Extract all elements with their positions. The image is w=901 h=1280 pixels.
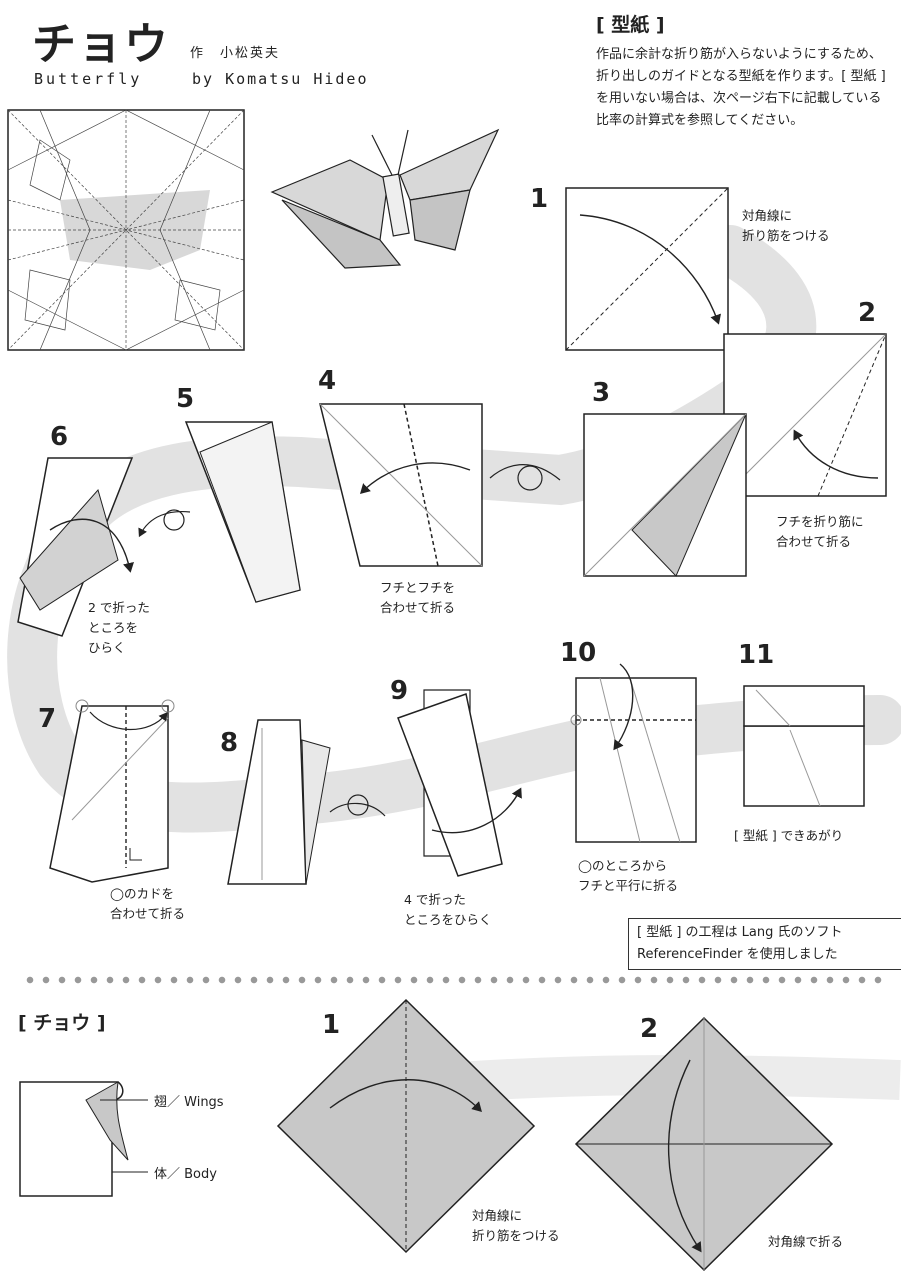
step-1-number: 1	[530, 184, 549, 214]
author-ja: 作 小松英夫	[190, 46, 281, 61]
page-title-en: Butterfly	[34, 70, 143, 88]
step-11-number: 11	[738, 640, 775, 670]
step-7-note-line2: 合わせて折る	[110, 906, 186, 921]
step-3-diagram	[583, 413, 747, 577]
butterfly-step-1-diagram	[276, 998, 536, 1254]
step-11-diagram	[743, 685, 865, 807]
step-6-note: 2 で折った ところを ひらく	[88, 598, 150, 658]
step-1-note-line2: 折り筋をつける	[742, 228, 830, 243]
dotted-divider	[22, 976, 882, 984]
step-10-note-line1: ◯のところから	[578, 858, 667, 873]
katagami-description: 作品に余計な折り筋が入らないようにするため、折り出しのガイドとなる型紙を作ります…	[596, 47, 886, 128]
step-9-number: 9	[390, 676, 409, 706]
reference-note-box: [ 型紙 ] の工程は Lang 氏のソフト ReferenceFinder を…	[628, 918, 901, 970]
step-4-diagram	[319, 403, 561, 567]
step-1-note: 対角線に 折り筋をつける	[742, 206, 830, 246]
step-10-number: 10	[560, 638, 597, 668]
legend-wings: 翅／ Wings	[154, 1095, 224, 1110]
step-1-note-line1: 対角線に	[742, 208, 793, 223]
step-6-note-line2: ところを	[88, 620, 139, 635]
step-9-note: 4 で折った ところをひらく	[404, 890, 492, 930]
step-4-note-line1: フチとフチを	[380, 580, 456, 595]
step-2-note: フチを折り筋に 合わせて折る	[776, 512, 864, 552]
butterfly-heading: [ チョウ ]	[18, 1012, 106, 1034]
step-2-note-line1: フチを折り筋に	[776, 514, 864, 529]
step-2-number: 2	[858, 298, 877, 328]
step-9-note-line2: ところをひらく	[404, 912, 492, 927]
step-5-diagram	[138, 421, 301, 603]
step-7-note-line1: ◯のカドを	[110, 886, 174, 901]
step-10-note-line2: フチと平行に折る	[578, 878, 679, 893]
page-title: チョウ	[32, 19, 170, 70]
legend-body: 体／ Body	[154, 1167, 217, 1182]
reference-note-line2: ReferenceFinder を使用しました	[637, 947, 838, 962]
step-6-note-line3: ひらく	[88, 640, 126, 655]
step-10-note: ◯のところから フチと平行に折る	[578, 856, 678, 896]
step-4-number: 4	[318, 366, 337, 396]
step-4-note: フチとフチを 合わせて折る	[380, 578, 455, 618]
reference-note-line1: [ 型紙 ] の工程は Lang 氏のソフト	[637, 925, 843, 940]
step-7-diagram	[49, 699, 175, 883]
butterfly-step-2-note: 対角線で折る	[768, 1234, 844, 1249]
butterfly-step-1-note-line2: 折り筋をつける	[472, 1228, 560, 1243]
step-9-diagram	[329, 689, 522, 877]
step-5-number: 5	[176, 384, 195, 414]
butterfly-step-1-number: 1	[322, 1010, 341, 1040]
step-6-diagram	[17, 457, 134, 637]
butterfly-step-2-diagram	[574, 1016, 834, 1272]
step-8-diagram	[227, 719, 331, 885]
step-7-number: 7	[38, 704, 57, 734]
step-10-diagram	[570, 663, 697, 843]
butterfly-model	[270, 128, 500, 269]
step-4-note-line2: 合わせて折る	[380, 600, 456, 615]
step-6-number: 6	[50, 422, 69, 452]
butterfly-step-2-number: 2	[640, 1014, 659, 1044]
butterfly-step-1-note: 対角線に 折り筋をつける	[472, 1206, 560, 1246]
katagami-heading: [ 型紙 ]	[596, 14, 665, 36]
step-1-diagram	[565, 187, 729, 351]
step-11-note: [ 型紙 ] できあがり	[734, 828, 844, 843]
crease-pattern	[7, 109, 245, 351]
step-3-number: 3	[592, 378, 611, 408]
step-7-note: ◯のカドを 合わせて折る	[110, 884, 185, 924]
step-2-note-line2: 合わせて折る	[776, 534, 852, 549]
paper-legend	[19, 1081, 148, 1197]
step-8-number: 8	[220, 728, 239, 758]
author-en: by Komatsu Hideo	[192, 70, 369, 88]
step-2-diagram	[723, 333, 887, 497]
butterfly-step-1-note-line1: 対角線に	[472, 1208, 523, 1223]
step-9-note-line1: 4 で折った	[404, 892, 466, 907]
step-6-note-line1: 2 で折った	[88, 600, 150, 615]
